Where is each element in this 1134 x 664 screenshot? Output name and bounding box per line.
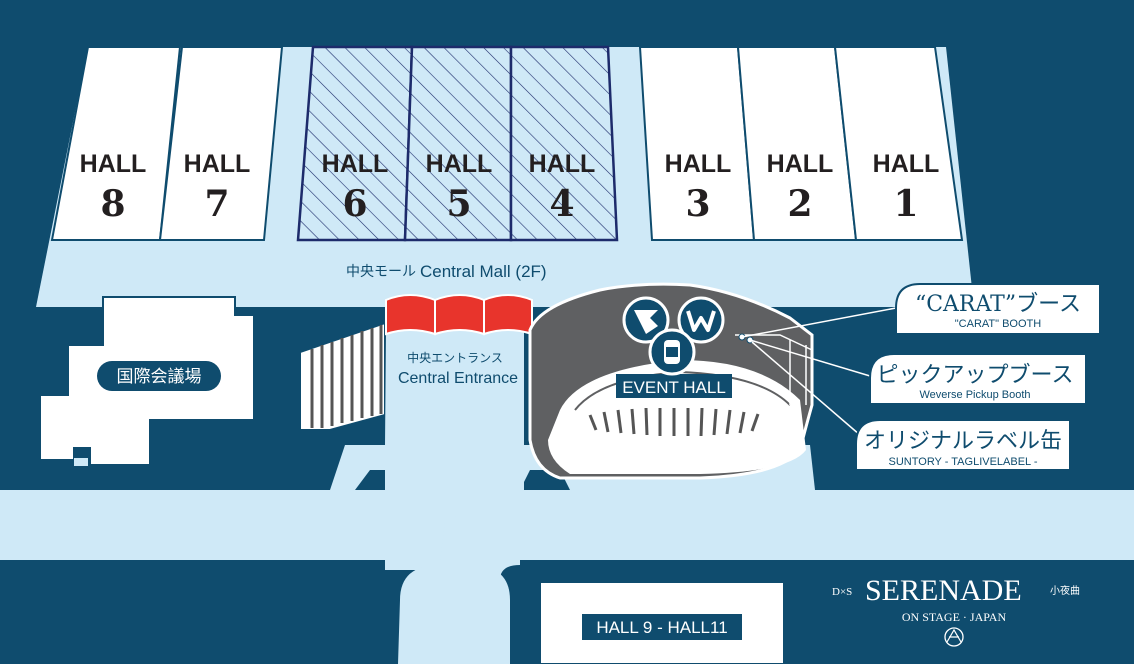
hall-4-word: HALL — [529, 150, 596, 178]
hall-5-number: 5 — [446, 183, 471, 225]
entrance-side-building — [299, 321, 386, 431]
logo-title: SERENADE — [865, 574, 1022, 607]
event-hall-seats — [588, 407, 760, 437]
callout-weverse[interactable]: ピックアップブース Weverse Pickup Booth — [869, 353, 1087, 405]
hall-9-11-label-box — [582, 614, 742, 640]
central-mall-en: Central Mall (2F) — [420, 262, 547, 281]
hall-7[interactable] — [158, 46, 284, 241]
callout-carat[interactable]: “CARAT”ブース "CARAT" BOOTH — [895, 283, 1101, 335]
hall-6-number: 6 — [342, 183, 367, 225]
hall-group-left — [50, 46, 284, 241]
event-logo: D×S SERENADE 小夜曲 ON STAGE · JAPAN — [832, 574, 1080, 647]
hall-2-number: 2 — [787, 183, 812, 225]
callout-pointers — [738, 307, 897, 436]
hall-1-word: HALL — [873, 150, 940, 178]
hall-group-right — [638, 46, 964, 241]
hall-6-word: HALL — [322, 150, 389, 178]
hall-1[interactable] — [833, 46, 964, 241]
hall-5-word: HALL — [426, 150, 493, 178]
logo-prefix: D×S — [832, 586, 852, 598]
carat-logo-icon[interactable] — [622, 296, 670, 344]
central-mall-jp: 中央モール — [346, 263, 416, 279]
entrance-lower-bulb — [398, 565, 510, 664]
main-corridor — [0, 490, 1134, 560]
callout-weverse-main: ピックアップブース — [877, 363, 1074, 388]
logo-jp: 小夜曲 — [1050, 584, 1080, 597]
entrance-canopy — [385, 294, 533, 336]
weverse-logo-icon[interactable] — [677, 296, 725, 344]
event-hall-label: EVENT HALL — [622, 378, 726, 397]
hall-2-word: HALL — [767, 150, 834, 178]
hall-8-word: HALL — [80, 150, 147, 178]
hall-9-11-label: HALL 9 - HALL11 — [596, 618, 727, 637]
hall-8-number: 8 — [100, 183, 125, 225]
hall-group-highlighted — [296, 45, 619, 242]
hall-4[interactable] — [509, 45, 619, 242]
central-entrance-corridor[interactable] — [385, 330, 524, 570]
central-entrance-jp: 中央エントランス — [407, 350, 503, 365]
hall-7-number: 7 — [204, 183, 229, 225]
conference-label-pill — [97, 361, 221, 391]
hall-1-number: 1 — [893, 183, 918, 225]
logo-subtitle: ON STAGE · JAPAN — [902, 610, 1007, 624]
hall-3-number: 3 — [685, 183, 710, 225]
event-hall-label-box — [616, 374, 732, 398]
conference-label: 国際会議場 — [117, 367, 202, 386]
can-icon[interactable] — [648, 328, 696, 376]
callout-suntory-sub: SUNTORY - TAGLIVELABEL - — [889, 456, 1038, 468]
event-hall-arena — [548, 360, 806, 474]
conference-door — [74, 458, 88, 466]
central-entrance-en: Central Entrance — [398, 370, 518, 387]
hall-7-word: HALL — [184, 150, 251, 178]
callout-carat-sub: "CARAT" BOOTH — [955, 318, 1041, 330]
logo-emblem-icon — [944, 627, 964, 647]
central-mall-label: 中央モール Central Mall (2F) — [346, 262, 547, 281]
callout-suntory-main: オリジナルラベル缶 — [864, 429, 1062, 454]
callout-suntory[interactable]: オリジナルラベル缶 SUNTORY - TAGLIVELABEL - — [855, 419, 1071, 471]
callout-weverse-sub: Weverse Pickup Booth — [919, 389, 1030, 401]
hall-4-number: 4 — [549, 183, 574, 225]
hall-3-word: HALL — [665, 150, 732, 178]
callout-carat-main: “CARAT”ブース — [915, 292, 1081, 317]
